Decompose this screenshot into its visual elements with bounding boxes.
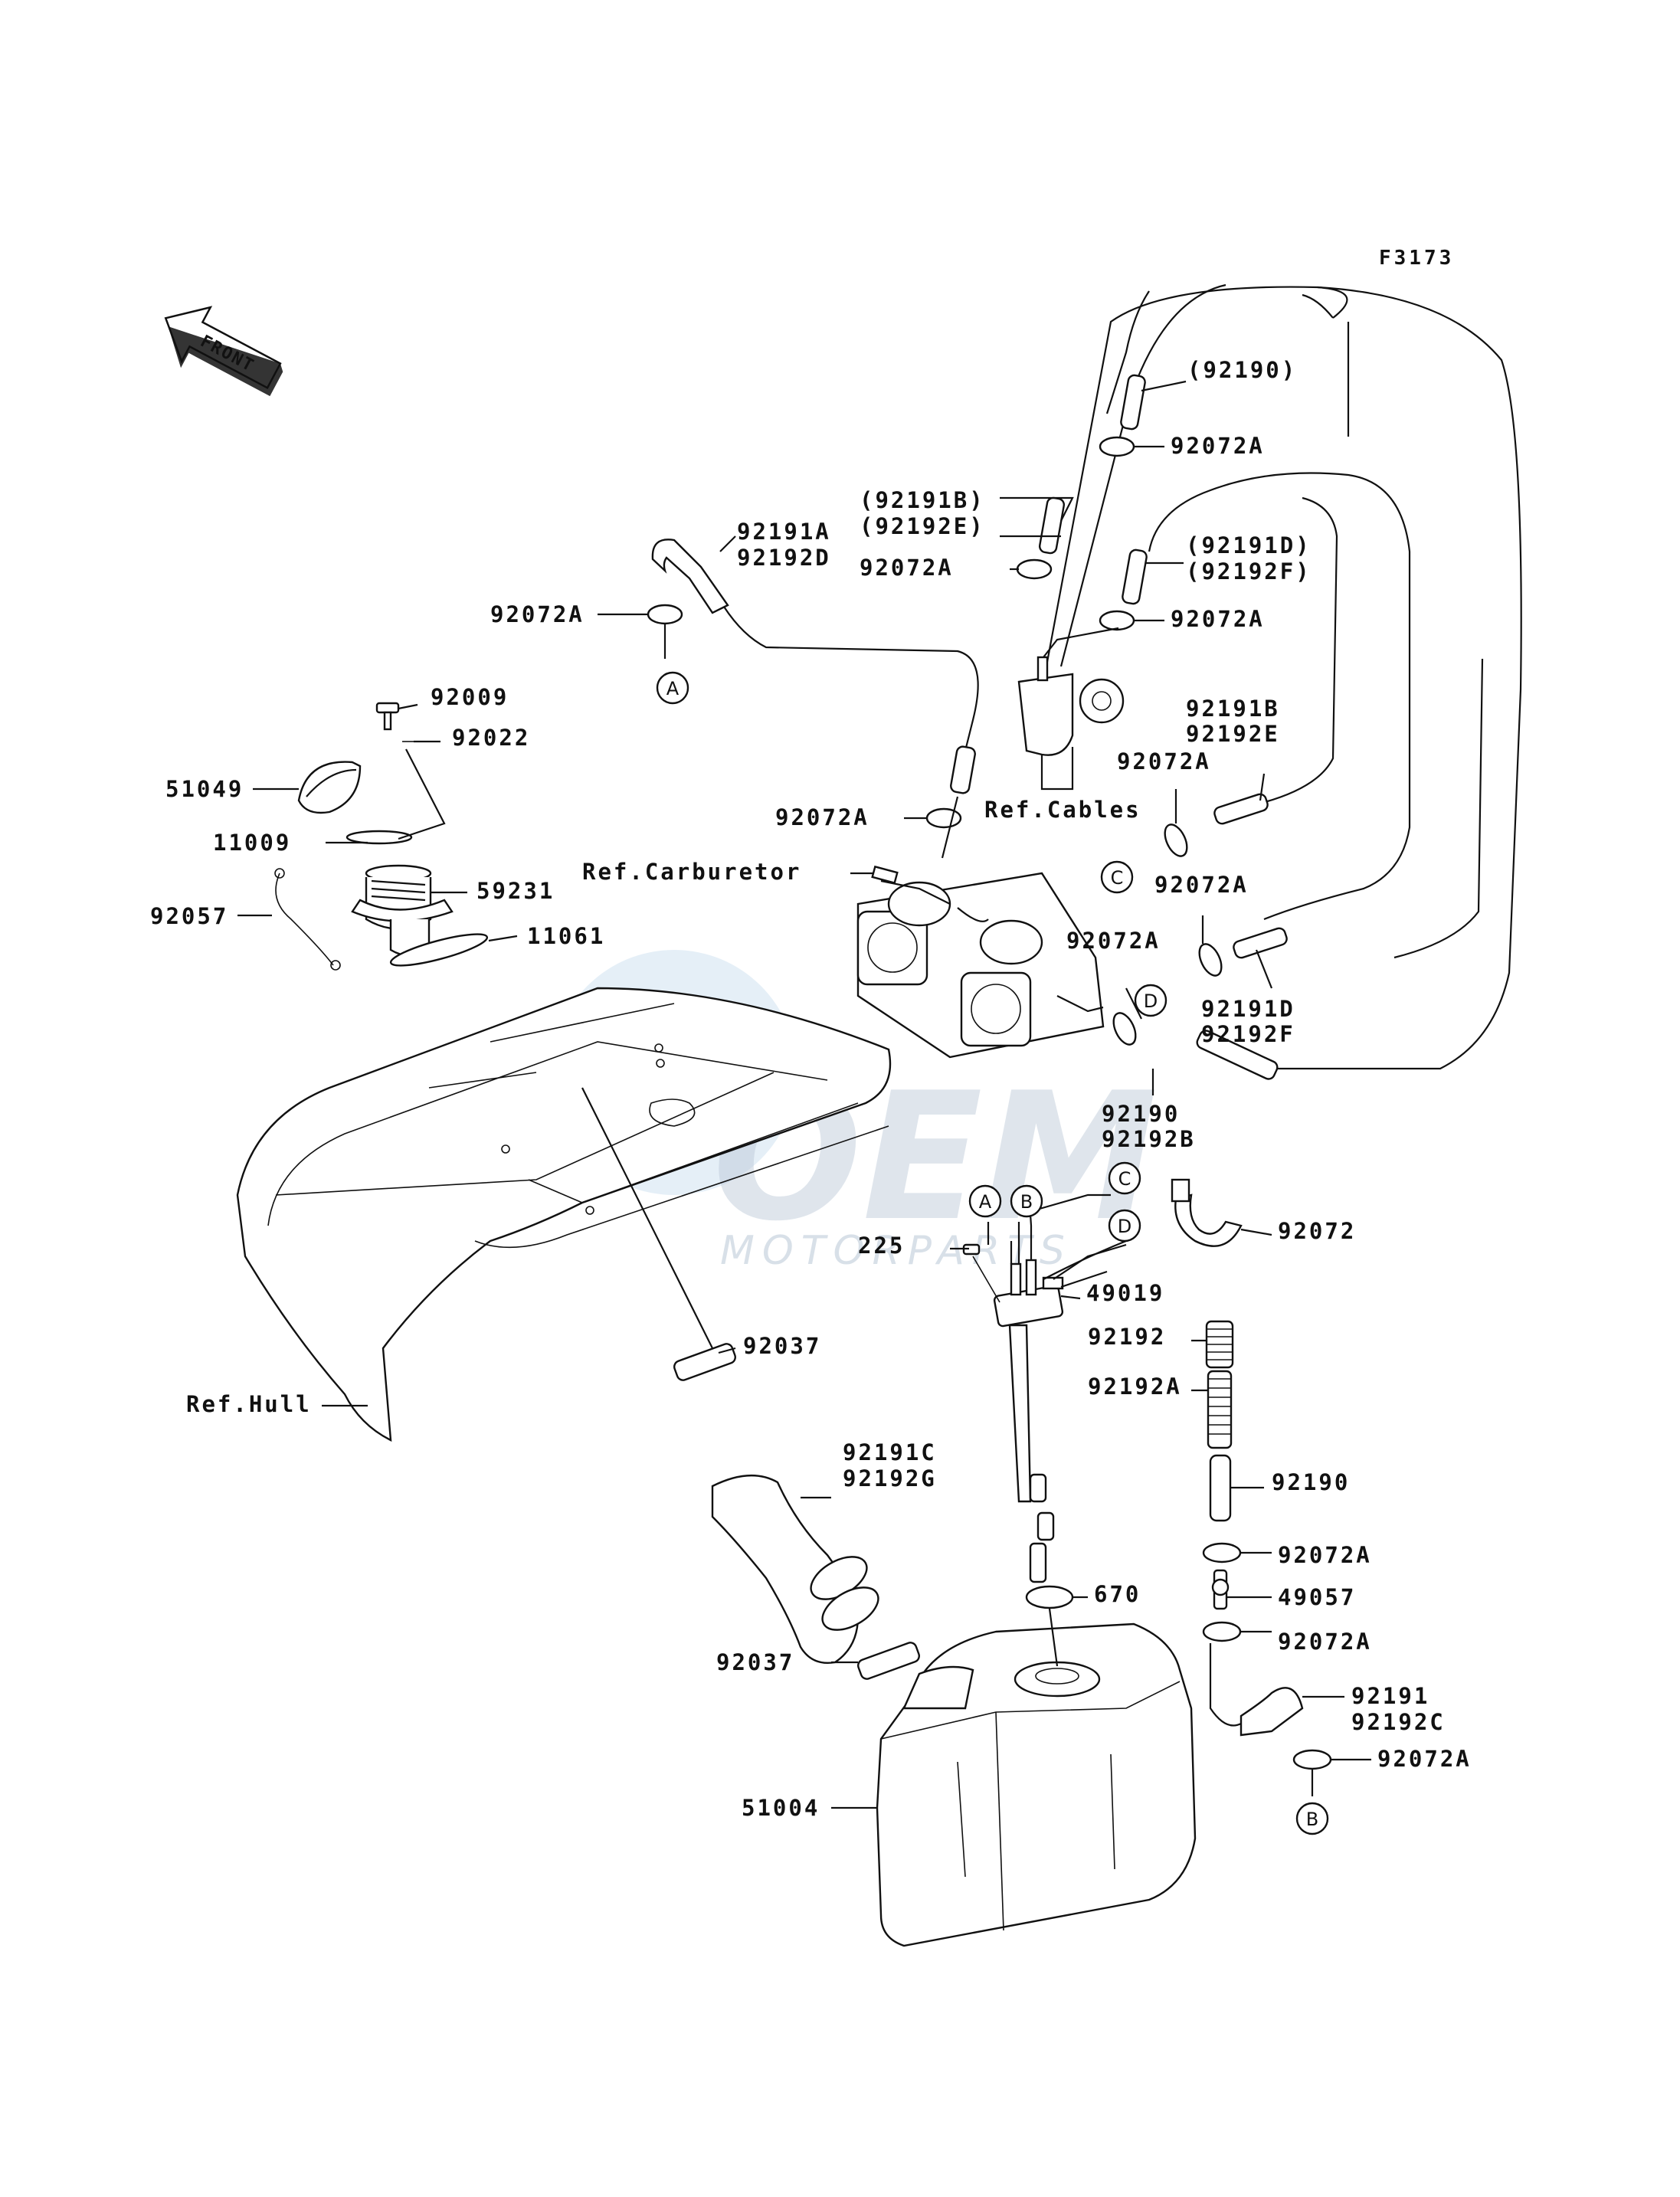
label-92192G: 92192G [843, 1465, 937, 1491]
hull [236, 987, 892, 1442]
svg-text:B: B [1020, 1191, 1033, 1213]
label-92072A-3: 92072A [490, 601, 585, 627]
svg-text:D: D [1118, 1216, 1131, 1237]
label-49057: 49057 [1278, 1584, 1356, 1610]
label-92191A: 92191A [737, 519, 831, 545]
figure-code: F3173 [1379, 247, 1454, 270]
svg-text:C: C [1111, 867, 1124, 889]
label-92191C: 92191C [843, 1439, 937, 1465]
label-92072A-5: 92072A [1117, 748, 1211, 774]
label-92072A-6: 92072A [775, 804, 869, 830]
spring-92192A [1207, 1370, 1233, 1449]
callout-B-pickup: B [1010, 1184, 1043, 1218]
label-92057: 92057 [150, 903, 228, 929]
label-11009: 11009 [213, 830, 291, 856]
label-92192B: 92192B [1102, 1126, 1196, 1152]
gasket-670 [1025, 1585, 1074, 1609]
hose-92191A [651, 539, 979, 859]
label-92190-lower: 92190 [1272, 1469, 1350, 1495]
svg-text:C: C [1118, 1168, 1131, 1190]
callout-A-top: A [656, 671, 689, 705]
watermark-small: MOTORPARTS [720, 1228, 1073, 1274]
leader-lines [237, 380, 1371, 1809]
label-51004: 51004 [742, 1795, 820, 1821]
label-92072A-8: 92072A [1066, 928, 1161, 954]
label-92072A-4: 92072A [1171, 606, 1265, 632]
label-92191B-paren: (92191B) [860, 487, 985, 513]
svg-text:B: B [1306, 1809, 1318, 1830]
callout-D-right: D [1134, 984, 1167, 1017]
band-92072 [1171, 1178, 1243, 1247]
label-92191D: 92191D [1201, 996, 1295, 1022]
spring-92192 [1205, 1320, 1234, 1369]
callout-C-right: C [1100, 860, 1134, 894]
svg-text:A: A [979, 1191, 992, 1213]
label-92072A-9: 92072A [1278, 1542, 1372, 1568]
filler-hose-92191C [673, 1343, 920, 1680]
label-92192C: 92192C [1351, 1709, 1446, 1735]
hose-segment-92191D-right [1233, 927, 1288, 959]
label-92072: 92072 [1278, 1218, 1356, 1244]
label-92037-b: 92037 [716, 1649, 794, 1675]
svg-text:A: A [666, 678, 680, 699]
front-arrow-icon: FRONT [164, 306, 283, 397]
label-92192D: 92192D [737, 545, 831, 571]
label-92072A-11: 92072A [1377, 1746, 1472, 1772]
hose-92191-lower [1209, 1643, 1304, 1737]
svg-text:D: D [1144, 990, 1158, 1012]
clamp-92072A-group [647, 436, 1332, 1770]
label-59231: 59231 [476, 878, 555, 904]
label-92192: 92192 [1088, 1324, 1166, 1350]
label-92037-a: 92037 [743, 1333, 821, 1359]
fuel-tank [876, 1622, 1197, 1947]
label-ref-hull: Ref.Hull [186, 1391, 312, 1417]
label-92072A-10: 92072A [1278, 1629, 1372, 1655]
label-92009: 92009 [431, 684, 509, 710]
label-92022: 92022 [452, 725, 530, 751]
callout-D-pickup: D [1108, 1209, 1141, 1243]
label-11061: 11061 [527, 923, 605, 949]
label-ref-cables: Ref.Cables [984, 797, 1141, 823]
callout-C-pickup: C [1108, 1161, 1141, 1195]
hose-92190-lower [1209, 1454, 1232, 1522]
label-92192F: 92192F [1201, 1021, 1295, 1047]
hose-segment-92191B-top [1038, 496, 1066, 555]
label-49019: 49019 [1086, 1280, 1164, 1306]
hose-segment-92190-right [1196, 1030, 1279, 1080]
label-92191D-paren: (92191D) [1186, 532, 1312, 558]
callout-A-pickup: A [968, 1184, 1002, 1218]
label-92072A-2: 92072A [860, 555, 954, 581]
label-92192E-paren: (92192E) [860, 513, 985, 539]
label-92192E: 92192E [1186, 721, 1280, 747]
label-92192F-paren: (92192F) [1186, 558, 1312, 584]
part-labels: (92190) 92072A (92191B) (92192E) 92191A … [150, 357, 1472, 1821]
label-92072A-1: 92072A [1171, 433, 1265, 459]
label-670: 670 [1094, 1581, 1141, 1607]
fuel-pickup-49019 [962, 1213, 1127, 1583]
valve-49057 [1211, 1569, 1230, 1610]
label-92191B: 92191B [1186, 696, 1280, 722]
label-225: 225 [858, 1233, 905, 1259]
label-92192A: 92192A [1088, 1374, 1182, 1400]
carburetor [856, 865, 1105, 1059]
label-92191: 92191 [1351, 1683, 1429, 1709]
hose-segment-92191B-right [1213, 793, 1269, 825]
label-ref-carburetor: Ref.Carburetor [582, 859, 801, 885]
fuel-cock [1017, 627, 1125, 791]
label-51049: 51049 [165, 776, 244, 802]
hose-segment-92191D-top [1122, 548, 1148, 605]
filler-assembly [274, 702, 489, 971]
label-92072A-7: 92072A [1154, 872, 1249, 898]
label-92190: 92190 [1102, 1101, 1180, 1127]
hose-segment-92190-top [1120, 374, 1146, 431]
callout-B-bottom: B [1295, 1802, 1329, 1835]
label-92190-paren: (92190) [1187, 357, 1297, 383]
vent-hoses [1033, 283, 1522, 1070]
